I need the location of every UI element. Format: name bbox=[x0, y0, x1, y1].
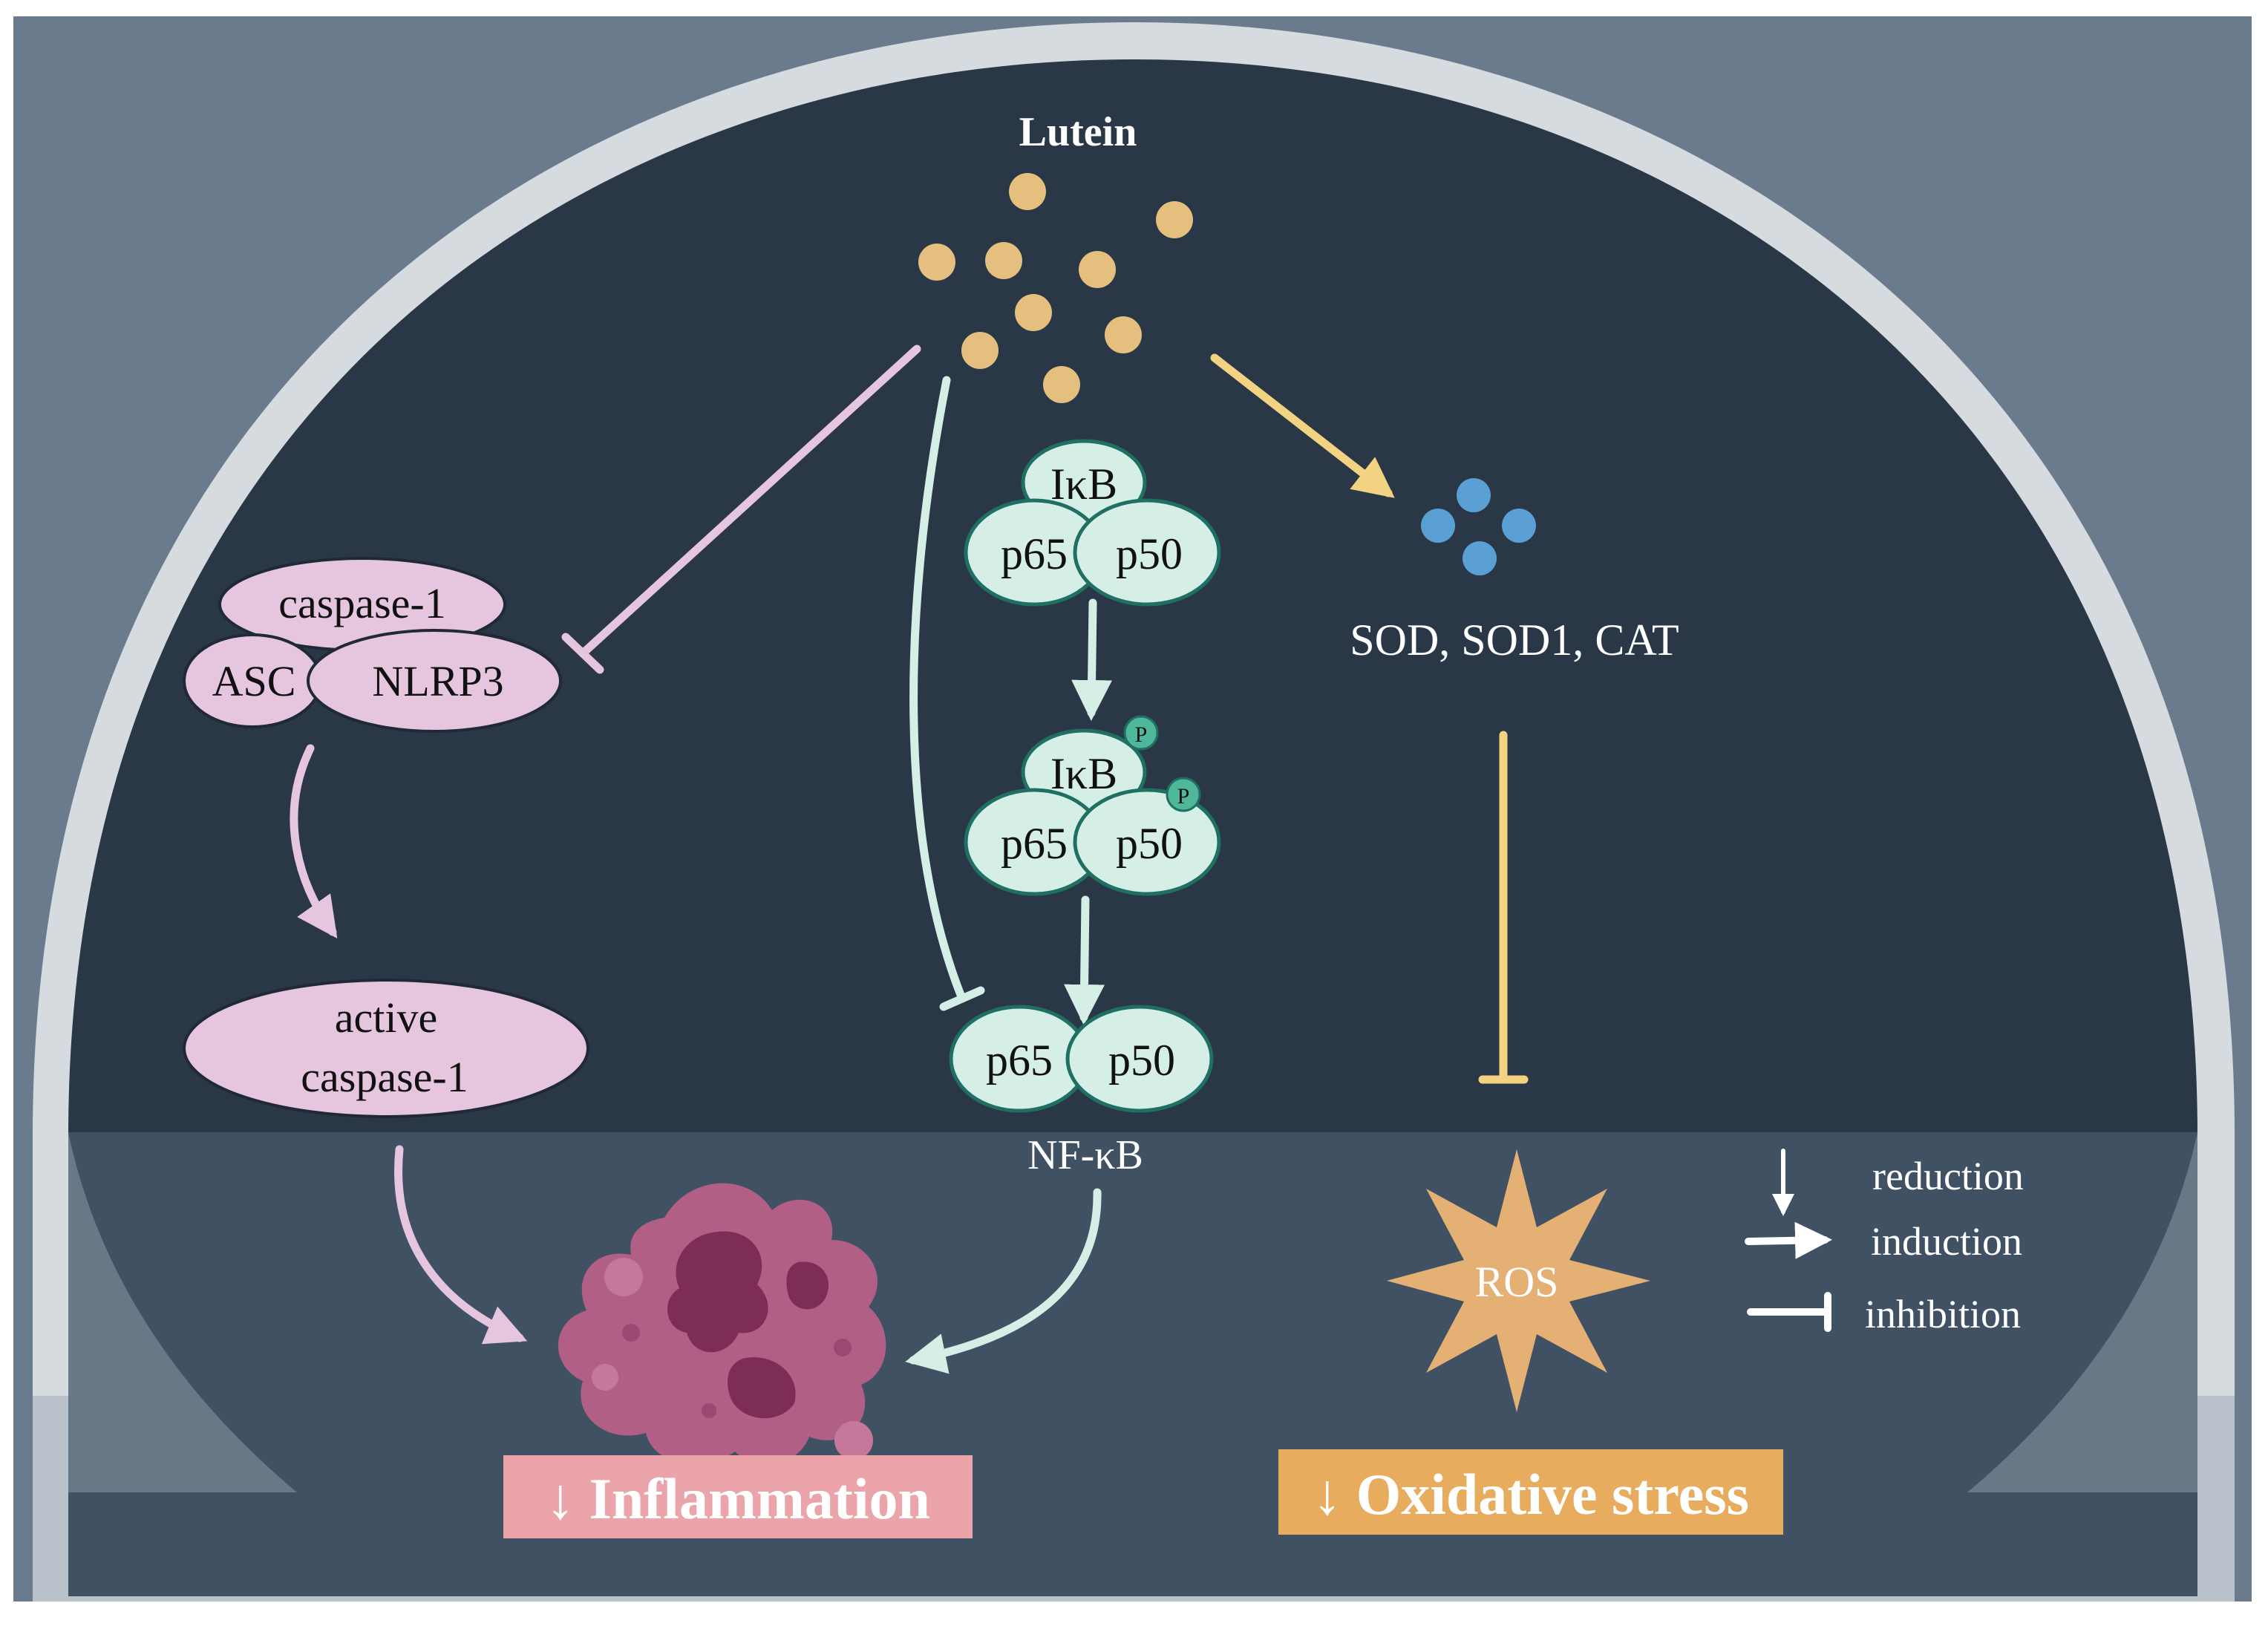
phospho-badge-ikb bbox=[1123, 715, 1159, 751]
oxidative-outcome: ↓ Oxidative stress bbox=[1278, 1449, 1783, 1535]
inflamed-cell-vesicle bbox=[702, 1403, 716, 1418]
p65-label: p65 bbox=[986, 1036, 1053, 1085]
legend: reduction induction inhibition bbox=[1745, 1149, 2024, 1336]
inflammasome-complex: caspase-1 ASC NLRP3 bbox=[183, 557, 562, 733]
enzyme-dot bbox=[1463, 541, 1497, 575]
nfkb-label: NF-κB bbox=[1027, 1132, 1143, 1178]
legend-induction-arrow bbox=[1745, 1221, 1832, 1259]
asc-label: ASC bbox=[212, 657, 296, 705]
phospho-label-p50: P bbox=[1177, 784, 1190, 809]
nlrp3-label: NLRP3 bbox=[372, 657, 503, 705]
p50-oval bbox=[1073, 498, 1221, 607]
p50-label: p50 bbox=[1116, 819, 1183, 868]
p50-label: p50 bbox=[1116, 529, 1183, 578]
active-caspase1: active caspase-1 bbox=[183, 979, 589, 1118]
inflamed-cell-organelle bbox=[728, 1357, 796, 1419]
inflamed-cell bbox=[558, 1183, 886, 1485]
oxidative-label: ↓ Oxidative stress bbox=[1313, 1462, 1749, 1527]
inflammation-outcome: ↓ Inflammation bbox=[503, 1455, 973, 1538]
nfkb-ikb-complex: IκB p65 p50 bbox=[964, 439, 1221, 607]
lutein-dot bbox=[1043, 366, 1080, 403]
ikb-label: IκB bbox=[1050, 460, 1117, 509]
active-caspase-line1: active bbox=[335, 993, 437, 1042]
lutein-particles bbox=[918, 173, 1193, 403]
inflammation-label: ↓ Inflammation bbox=[546, 1466, 930, 1531]
inflamed-cell-vesicle bbox=[604, 1258, 643, 1296]
lutein-dot bbox=[985, 242, 1022, 279]
enzyme-dot bbox=[1457, 478, 1491, 512]
nfkb-active-complex: p65 p50 bbox=[949, 1005, 1214, 1113]
inflamed-cell-vesicle bbox=[834, 1339, 852, 1356]
inflamed-cell-organelle bbox=[667, 1231, 768, 1353]
ros-star-shape bbox=[1387, 1149, 1650, 1412]
enzyme-dot bbox=[1421, 509, 1455, 543]
lutein-dot bbox=[1156, 201, 1193, 238]
nfkb-phospho-complex: IκB p65 p50 P P bbox=[964, 715, 1221, 896]
inhibition-enzymes-to-ros bbox=[1478, 731, 1529, 1084]
inflammation-box bbox=[503, 1455, 973, 1538]
p50-oval bbox=[1065, 1005, 1214, 1113]
legend-inhibition-label: inhibition bbox=[1865, 1292, 2021, 1336]
p50-label: p50 bbox=[1108, 1036, 1175, 1085]
p65-label: p65 bbox=[1001, 529, 1068, 578]
arrow-inflammasome-to-active-caspase bbox=[290, 744, 338, 938]
lower-band bbox=[68, 1132, 2197, 1596]
ikb-label: IκB bbox=[1050, 749, 1117, 798]
active-caspase-line2: caspase-1 bbox=[301, 1053, 468, 1101]
lutein-dot bbox=[1015, 294, 1052, 331]
inflamed-cell-vesicle bbox=[622, 1324, 640, 1342]
lutein-dot bbox=[961, 332, 999, 369]
lutein-dot bbox=[1105, 316, 1142, 353]
ros-label: ROS bbox=[1475, 1258, 1559, 1306]
phospho-label-ikb: P bbox=[1135, 722, 1148, 747]
oxidative-box bbox=[1278, 1449, 1783, 1535]
induction-lutein-to-enzymes bbox=[1210, 353, 1395, 498]
arrow-nfkb-phosphorylation bbox=[1071, 598, 1113, 721]
phospho-badge-p50 bbox=[1166, 777, 1201, 812]
arrow-ikb-release bbox=[1064, 895, 1105, 1025]
nlrp3-oval bbox=[307, 629, 562, 733]
legend-induction-label: induction bbox=[1871, 1219, 2022, 1264]
inhibition-lutein-to-nfkb bbox=[909, 376, 985, 1011]
p50-phospho-oval bbox=[1073, 788, 1221, 896]
legend-inhibition-symbol bbox=[1747, 1292, 1831, 1332]
inhibition-lutein-to-inflammasome bbox=[561, 345, 921, 674]
p65-label: p65 bbox=[1001, 819, 1068, 868]
inflamed-cell-organelle bbox=[786, 1261, 829, 1310]
inflamed-cell-vesicle bbox=[592, 1364, 618, 1391]
ros-star: ROS bbox=[1387, 1149, 1650, 1412]
antioxidant-enzymes bbox=[1421, 478, 1536, 575]
enzymes-label: SOD, SOD1, CAT bbox=[1350, 616, 1679, 665]
arrow-nfkb-to-inflammation bbox=[905, 1188, 1102, 1374]
inflamed-cell-vesicle bbox=[834, 1421, 873, 1460]
enzyme-dot bbox=[1502, 509, 1536, 543]
lutein-dot bbox=[918, 244, 955, 281]
lutein-label: Lutein bbox=[1019, 109, 1137, 155]
arrow-active-caspase-to-inflammation bbox=[394, 1145, 528, 1345]
legend-reduction-label: reduction bbox=[1872, 1154, 2024, 1198]
caspase1-label: caspase-1 bbox=[278, 579, 445, 627]
lutein-dot bbox=[1079, 251, 1116, 288]
lutein-dot bbox=[1009, 173, 1046, 210]
